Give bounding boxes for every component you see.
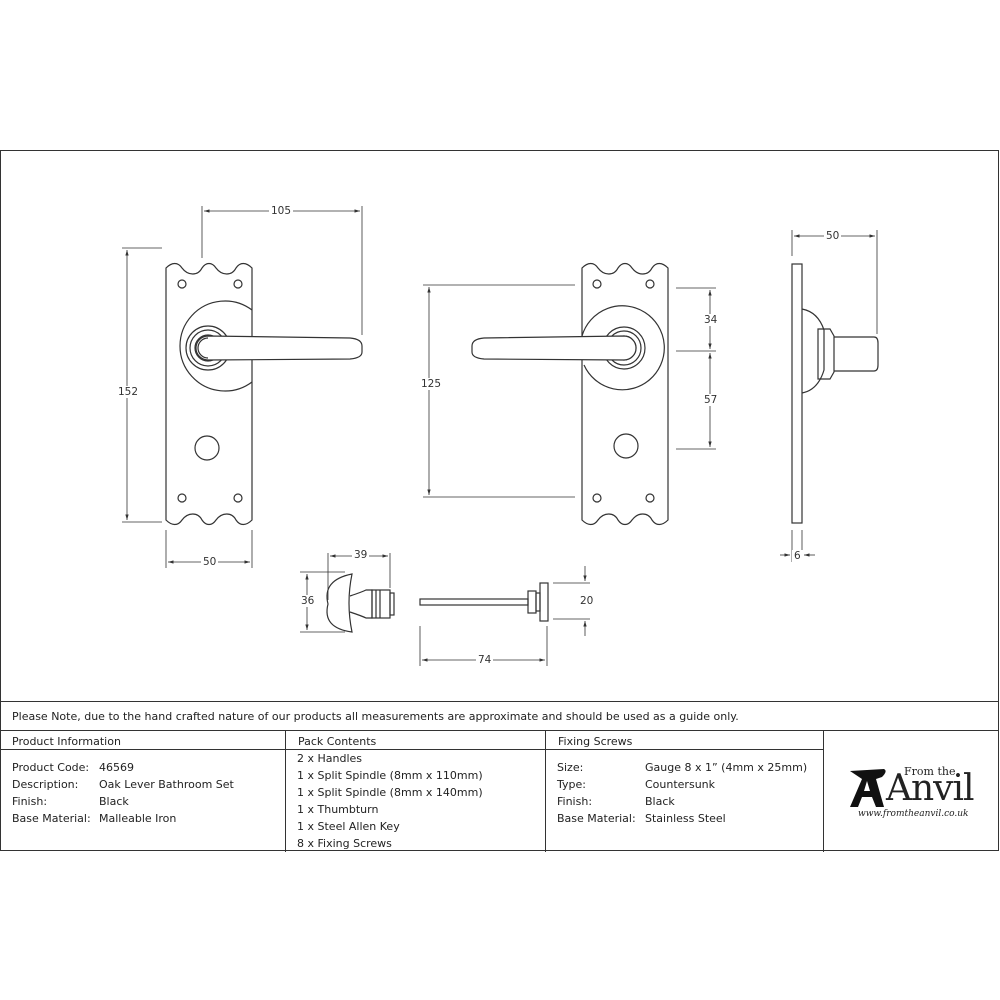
emergency-release-view (419, 582, 549, 622)
pack-item: 1 x Split Spindle (8mm x 110mm) (297, 769, 483, 782)
product-information-heading: Product Information (0, 731, 285, 750)
screw-material-value: Stainless Steel (645, 812, 726, 825)
product-info-row: Base Material: Malleable Iron (0, 810, 285, 827)
dim-right-screw-centers: 125 (419, 378, 444, 390)
pack-item: 1 x Steel Allen Key (297, 820, 400, 833)
row-label: Product Code: (12, 761, 90, 774)
row-label: Finish: (557, 795, 593, 808)
row-label: Description: (12, 778, 79, 791)
fixing-screw-row: Type: Countersunk (546, 776, 823, 793)
row-label: Base Material: (12, 812, 91, 825)
product-info-row: Finish: Black (0, 793, 285, 810)
anvil-icon (850, 769, 886, 807)
row-label: Finish: (12, 795, 48, 808)
brand-logo-section: From the Anvil www.fromtheanvil.co.uk (824, 731, 999, 852)
from-the-anvil-logo: From the Anvil www.fromtheanvil.co.uk (850, 761, 980, 821)
technical-drawing: 105 152 50 125 34 57 50 6 39 36 74 20 (0, 150, 1000, 700)
right-handle-front-view (471, 262, 669, 526)
dim-left-height: 152 (116, 386, 141, 398)
dim-right-top-to-spindle: 34 (702, 314, 720, 326)
left-handle-front-view (165, 262, 363, 526)
fixing-screws-section: Fixing Screws Size: Gauge 8 x 1” (4mm x … (546, 731, 824, 852)
dim-thumbturn-length: 39 (352, 549, 370, 561)
fixing-screw-row: Base Material: Stainless Steel (546, 810, 823, 827)
thumbturn-view (326, 573, 395, 633)
fixing-screws-heading: Fixing Screws (546, 731, 823, 750)
logo-brand: Anvil (886, 768, 975, 809)
pack-item: 1 x Thumbturn (297, 803, 379, 816)
dim-left-plate-width: 50 (201, 556, 219, 568)
screw-finish-value: Black (645, 795, 675, 808)
side-view (791, 263, 879, 524)
logo-url: www.fromtheanvil.co.uk (858, 809, 969, 819)
dim-thumbturn-diameter: 36 (299, 595, 317, 607)
row-label: Type: (557, 778, 586, 791)
measurement-note: Please Note, due to the hand crafted nat… (0, 701, 999, 730)
pack-item: 2 x Handles (297, 752, 363, 765)
dim-left-total-width: 105 (269, 205, 294, 217)
product-info-row: Product Code: 46569 (0, 759, 285, 776)
dim-release-diameter: 20 (578, 595, 596, 607)
dim-right-spindle-to-turn: 57 (702, 394, 720, 406)
product-info-row: Description: Oak Lever Bathroom Set (0, 776, 285, 793)
product-code-value: 46569 (99, 761, 134, 774)
pack-contents-section: Pack Contents 2 x Handles 1 x Split Spin… (286, 731, 546, 852)
dim-side-projection: 50 (824, 230, 842, 242)
screw-size-value: Gauge 8 x 1” (4mm x 25mm) (645, 761, 808, 774)
dim-release-length: 74 (476, 654, 494, 666)
screw-type-value: Countersunk (645, 778, 716, 791)
finish-value: Black (99, 795, 129, 808)
row-label: Base Material: (557, 812, 636, 825)
row-label: Size: (557, 761, 584, 774)
product-information-section: Product Information Product Code: 46569 … (0, 731, 286, 852)
pack-contents-heading: Pack Contents (286, 731, 545, 750)
fixing-screw-row: Size: Gauge 8 x 1” (4mm x 25mm) (546, 759, 823, 776)
drawing-sheet-border (0, 150, 999, 851)
dim-side-thickness: 6 (792, 550, 803, 562)
base-material-value: Malleable Iron (99, 812, 177, 825)
info-table: Product Information Product Code: 46569 … (0, 730, 999, 852)
logo-from-the: From the (904, 765, 956, 778)
fixing-screw-row: Finish: Black (546, 793, 823, 810)
pack-item: 8 x Fixing Screws (297, 837, 392, 850)
description-value: Oak Lever Bathroom Set (99, 778, 234, 791)
pack-item: 1 x Split Spindle (8mm x 140mm) (297, 786, 483, 799)
